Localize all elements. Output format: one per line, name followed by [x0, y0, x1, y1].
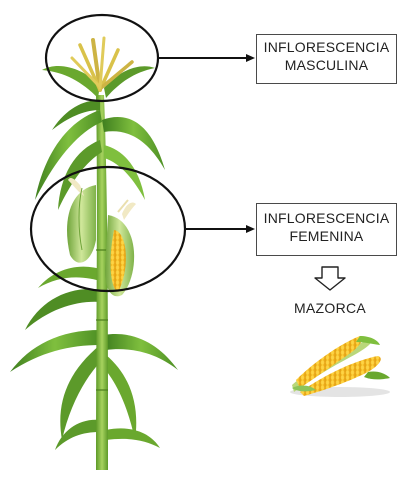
male-arrow	[158, 54, 255, 62]
upper-ear	[67, 178, 96, 263]
female-label-line2: FEMENINA	[257, 227, 396, 245]
leaf	[25, 289, 102, 330]
leaf	[102, 117, 165, 170]
corn-cobs-illustration	[290, 336, 390, 397]
male-label-line1: INFLORESCENCIA	[257, 38, 396, 56]
female-label-line1: INFLORESCENCIA	[257, 209, 396, 227]
corn-plant	[10, 38, 178, 470]
mazorca-label: MAZORCA	[284, 300, 376, 316]
female-arrow	[185, 225, 255, 233]
female-inflorescence-label: INFLORESCENCIA FEMENINA	[256, 203, 397, 256]
leaf	[38, 267, 104, 288]
leaf	[104, 355, 136, 440]
hollow-down-arrow-icon	[315, 267, 345, 290]
male-inflorescence-label: INFLORESCENCIA MASCULINA	[256, 34, 397, 84]
leaf	[106, 428, 160, 448]
exposed-ear	[105, 200, 136, 296]
male-label-line2: MASCULINA	[257, 56, 396, 74]
